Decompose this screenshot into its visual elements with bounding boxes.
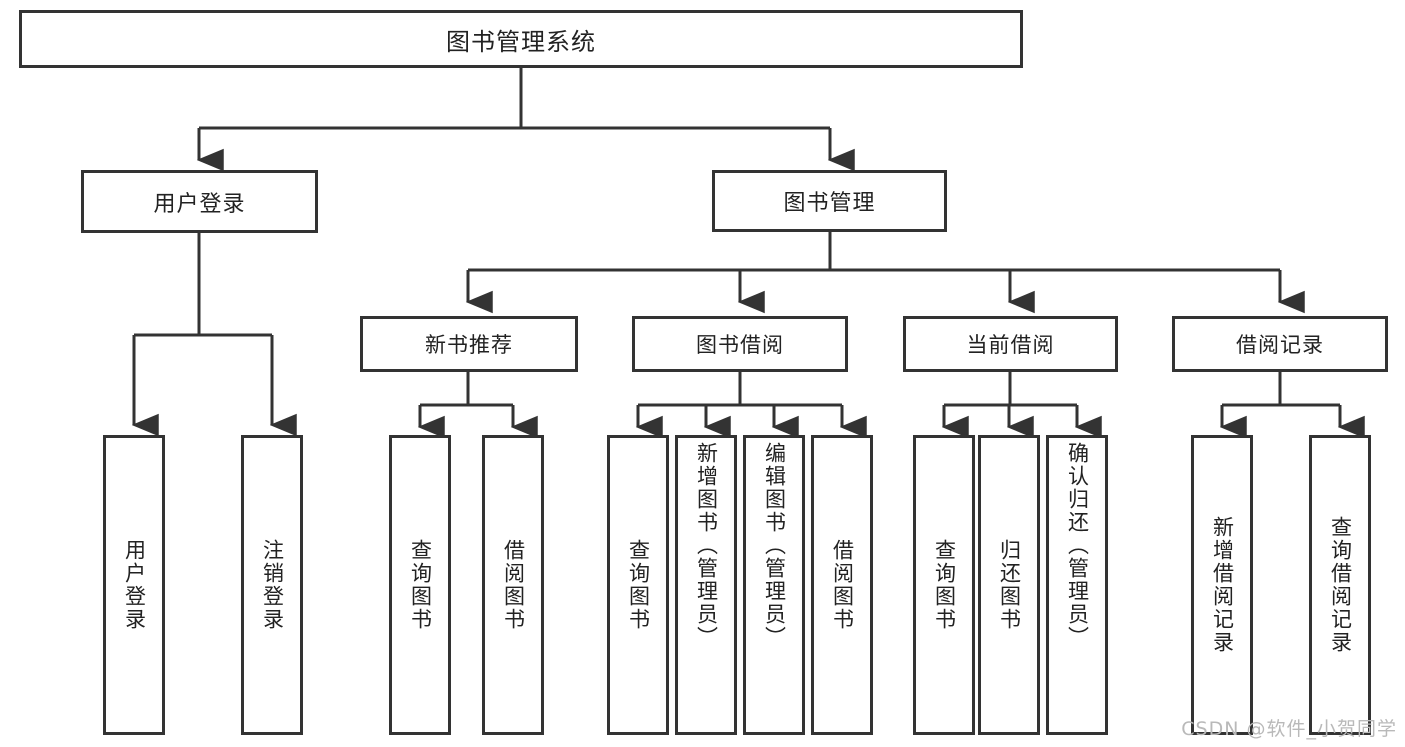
leaf-inner: 确认归还（管理员）: [1049, 438, 1105, 736]
leaf-inner: 用户登录: [106, 438, 162, 732]
node-book-manage[interactable]: 图书管理: [712, 170, 947, 232]
leaf-inner: 查询图书: [392, 438, 448, 732]
leaf-user-login-logout[interactable]: 注销登录: [241, 435, 303, 735]
leaf-borrow-records-add[interactable]: 新增借阅记录: [1191, 435, 1253, 735]
leaf-label: 归还图书: [997, 539, 1022, 631]
leaf-current-borrow-return[interactable]: 归还图书: [978, 435, 1040, 735]
node-book-borrow-label: 图书借阅: [696, 333, 784, 357]
leaf-label: 查询图书: [626, 539, 651, 631]
leaf-inner: 编辑图书（管理员）: [746, 438, 802, 736]
leaf-inner: 查询图书: [916, 438, 972, 732]
node-user-login[interactable]: 用户登录: [81, 170, 318, 233]
leaf-book-borrow-borrow[interactable]: 借阅图书: [811, 435, 873, 735]
leaf-inner: 借阅图书: [485, 438, 541, 732]
leaf-inner: 新增借阅记录: [1194, 438, 1250, 732]
leaf-current-borrow-confirm[interactable]: 确认归还（管理员）: [1046, 435, 1108, 735]
node-borrow-records-label: 借阅记录: [1236, 333, 1324, 357]
leaf-label: 注销登录: [260, 539, 285, 631]
leaf-label: 新增图书（管理员）: [694, 442, 719, 649]
leaf-label: 借阅图书: [830, 539, 855, 631]
leaf-inner: 归还图书: [981, 438, 1037, 732]
node-root-label: 图书管理系统: [446, 27, 596, 56]
leaf-label: 编辑图书（管理员）: [762, 442, 787, 649]
leaf-book-borrow-edit[interactable]: 编辑图书（管理员）: [743, 435, 805, 735]
csdn-watermark: CSDN @软件_小贺同学: [1181, 718, 1397, 740]
leaf-new-book-query[interactable]: 查询图书: [389, 435, 451, 735]
leaf-label: 借阅图书: [501, 539, 526, 631]
leaf-label: 用户登录: [122, 539, 147, 631]
leaf-label: 新增借阅记录: [1210, 516, 1235, 654]
leaf-current-borrow-query[interactable]: 查询图书: [913, 435, 975, 735]
leaf-new-book-borrow[interactable]: 借阅图书: [482, 435, 544, 735]
node-new-book-recommend-label: 新书推荐: [425, 333, 513, 357]
node-borrow-records[interactable]: 借阅记录: [1172, 316, 1388, 372]
leaf-inner: 查询图书: [610, 438, 666, 732]
leaf-inner: 借阅图书: [814, 438, 870, 732]
leaf-label: 确认归还（管理员）: [1065, 442, 1090, 649]
leaf-book-borrow-query[interactable]: 查询图书: [607, 435, 669, 735]
leaf-inner: 注销登录: [244, 438, 300, 732]
leaf-user-login-login[interactable]: 用户登录: [103, 435, 165, 735]
leaf-inner: 新增图书（管理员）: [678, 438, 734, 736]
leaf-borrow-records-query[interactable]: 查询借阅记录: [1309, 435, 1371, 735]
leaf-label: 查询图书: [932, 539, 957, 631]
node-book-manage-label: 图书管理: [783, 191, 876, 216]
node-current-borrow[interactable]: 当前借阅: [903, 316, 1118, 372]
leaf-book-borrow-add[interactable]: 新增图书（管理员）: [675, 435, 737, 735]
node-root-system[interactable]: 图书管理系统: [19, 10, 1023, 68]
node-user-login-label: 用户登录: [153, 191, 246, 217]
leaf-label: 查询借阅记录: [1328, 516, 1353, 654]
leaf-label: 查询图书: [408, 539, 433, 631]
node-new-book-recommend[interactable]: 新书推荐: [360, 316, 578, 372]
node-current-borrow-label: 当前借阅: [966, 333, 1055, 357]
leaf-inner: 查询借阅记录: [1312, 438, 1368, 732]
node-book-borrow[interactable]: 图书借阅: [632, 316, 848, 372]
